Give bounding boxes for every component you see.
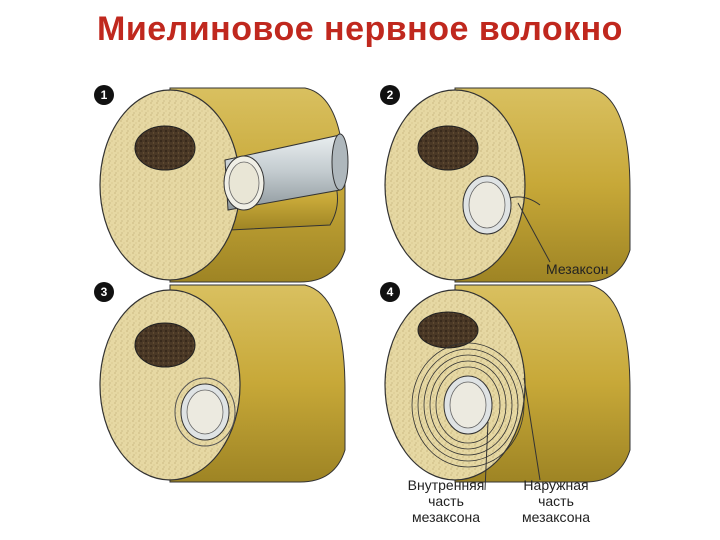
- inner-mesaxon-pointer: [484, 421, 489, 491]
- panel-number-1: 1: [101, 88, 108, 102]
- inner-mesaxon-label-line2: часть: [428, 493, 464, 509]
- panel-number-4-badge: [380, 282, 400, 302]
- outer-mesaxon-pointer: [523, 377, 541, 481]
- myelin-sheath-layers: [411, 342, 525, 468]
- panel-2: 2 Мезаксон: [380, 85, 631, 283]
- mesaxon-pointer: [517, 202, 551, 263]
- outer-mesaxon-label-line2: часть: [538, 493, 574, 509]
- panel-number-2-badge: [380, 85, 400, 105]
- panel-3: 3: [94, 282, 346, 483]
- panel-number-4: 4: [387, 285, 394, 299]
- panel-number-3-badge: [94, 282, 114, 302]
- page-title: Миелиновое нервное волокно: [97, 10, 623, 48]
- panel-1: 1: [94, 85, 349, 283]
- panel-number-2: 2: [387, 88, 394, 102]
- panel-4: 4 Внутренняя часть мезаксона Наружная ча…: [380, 282, 631, 525]
- outer-mesaxon-label-line1: Наружная: [523, 477, 588, 493]
- panel-number-1-badge: [94, 85, 114, 105]
- panel-number-3: 3: [101, 285, 108, 299]
- inner-mesaxon-label-line3: мезаксона: [412, 509, 480, 525]
- inner-mesaxon-label-line1: Внутренняя: [408, 477, 485, 493]
- mesaxon-label: Мезаксон: [546, 261, 608, 277]
- outer-mesaxon-label-line3: мезаксона: [522, 509, 590, 525]
